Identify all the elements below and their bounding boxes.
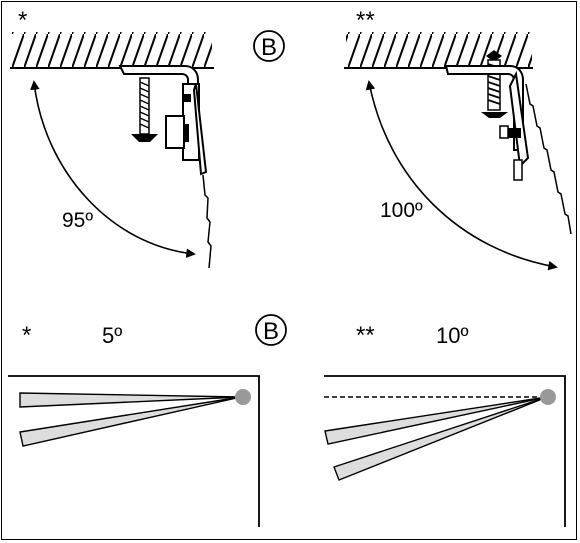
pivot-point: [540, 389, 556, 405]
door-wedge-open: [19, 396, 242, 447]
marker-single: *: [22, 322, 31, 349]
marker-double: **: [356, 7, 375, 34]
bottom-right-panel: [324, 375, 566, 527]
angle-label-95: 95º: [62, 209, 93, 232]
door-line: [525, 83, 572, 235]
top-left-panel: * 95º: [10, 7, 214, 269]
door-wedge-second: [333, 396, 548, 481]
top-right-panel: ** 100º: [344, 7, 572, 271]
badge-letter: B: [261, 34, 277, 61]
angle-label-5: 5º: [102, 323, 122, 348]
angle-arc: [365, 80, 558, 271]
hinge-icon: [118, 65, 208, 176]
ceiling-hatching: [12, 32, 212, 68]
angle-label-100: 100º: [380, 199, 423, 222]
pivot-point: [235, 389, 251, 405]
door-wedge-first: [324, 396, 548, 445]
ceiling-hatching: [346, 32, 532, 68]
badge-b-top: B: [253, 30, 285, 62]
screw-icon: [131, 77, 158, 142]
door-wedge-closed: [19, 392, 242, 408]
angle-arc: [30, 80, 196, 258]
badge-letter: B: [263, 318, 279, 345]
cabinet-outline: [8, 375, 260, 527]
badge-b-bottom: B: [255, 314, 287, 346]
angle-label-10: 10º: [436, 323, 469, 348]
marker-double: **: [356, 322, 375, 349]
hinge-icon: [444, 65, 530, 181]
marker-single: *: [18, 7, 27, 34]
cabinet-outline: [324, 375, 566, 527]
bottom-left-panel: [8, 375, 260, 527]
door-line: [202, 174, 212, 269]
